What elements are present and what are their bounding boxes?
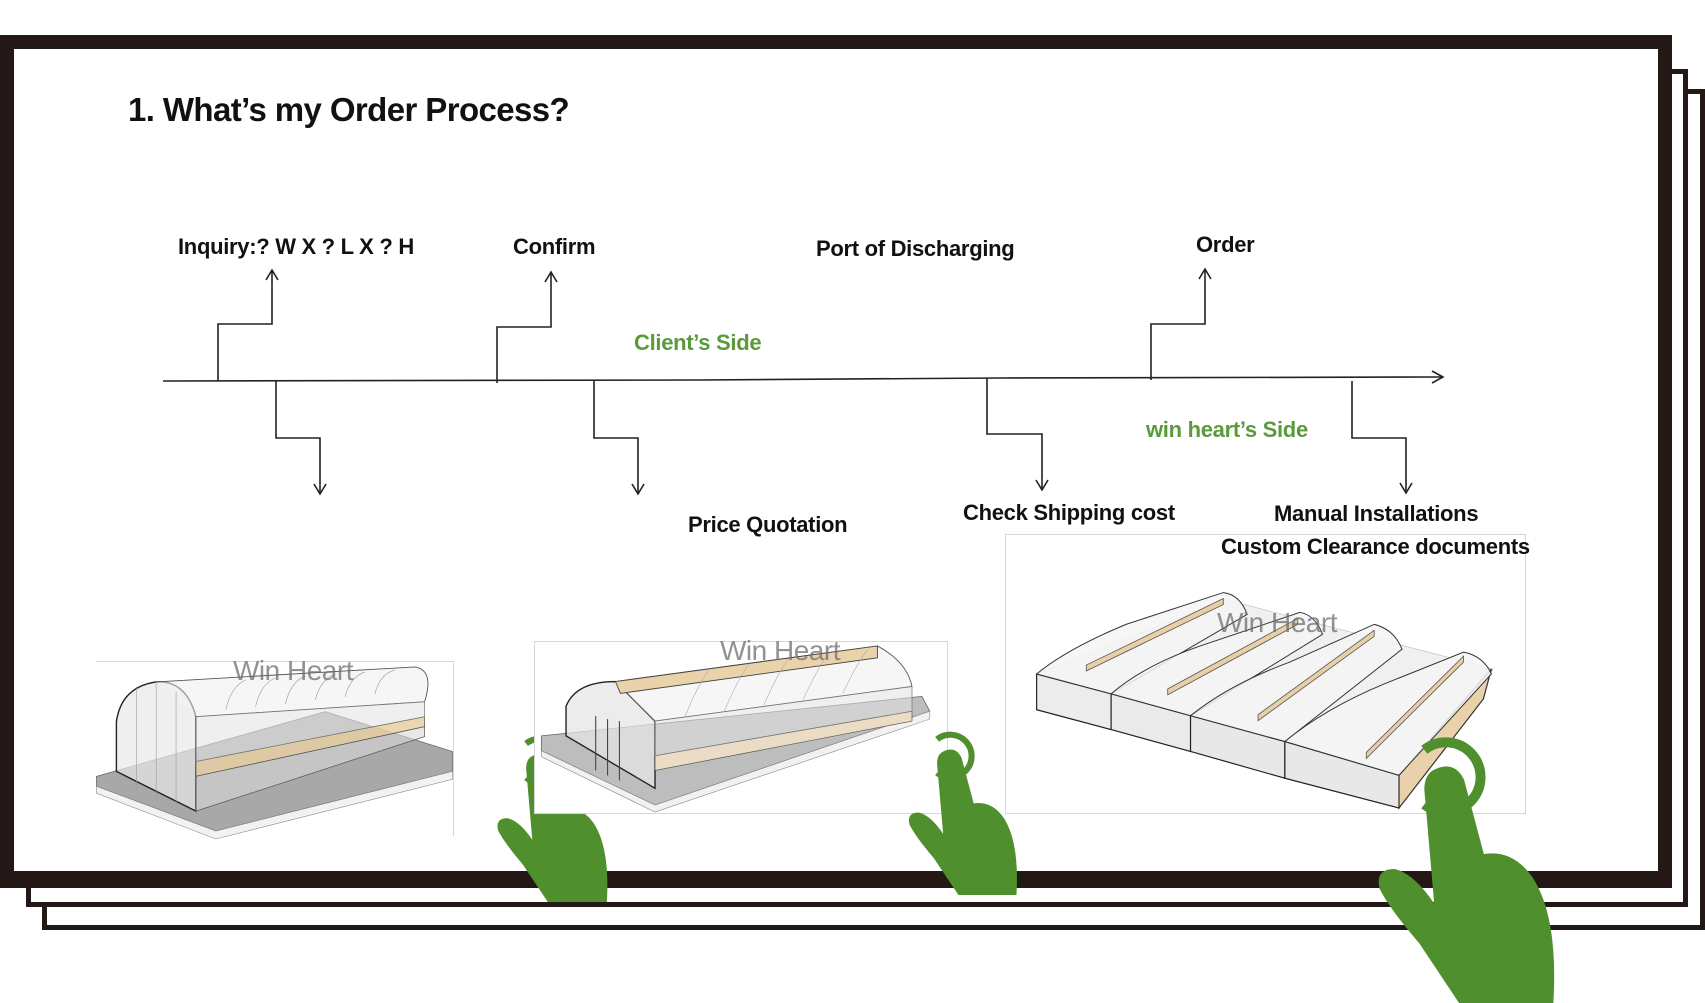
timeline-diagram [162, 267, 1445, 496]
step-port-label: Port of Discharging [816, 236, 1015, 261]
step-order-label: Order [1196, 232, 1255, 257]
arrowhead-down-unlabeled [313, 483, 327, 496]
greenhouse-image-1: Win Heart [96, 655, 608, 902]
greenhouse-image-3: Win Heart [1005, 534, 1555, 1003]
watermark: Win Heart [233, 655, 353, 686]
timeline-axis [162, 376, 1443, 382]
greenhouse-image-2: Win Heart [534, 635, 1017, 895]
page-title: 1. What’s my Order Process? [128, 91, 570, 128]
step-inquiry-label: Inquiry:? W X ? L X ? H [178, 234, 414, 259]
connector-down-price [593, 380, 639, 493]
connector-up-confirm [496, 273, 552, 383]
arrowhead-up-confirm [544, 270, 558, 283]
watermark: Win Heart [720, 635, 840, 666]
arrowhead-up-inquiry [265, 268, 279, 281]
watermark: Win Heart [1217, 607, 1337, 638]
arched-greenhouse-illustration [540, 645, 931, 813]
tap-hand-icon [1378, 737, 1555, 1003]
step-confirm-label: Confirm [513, 234, 596, 259]
connector-down-shipping [986, 378, 1043, 489]
connector-down-installation [1351, 381, 1407, 492]
connector-up-inquiry [217, 271, 273, 381]
step-shipping-cost-label: Check Shipping cost [963, 500, 1175, 525]
step-custom-clearance-label: Custom Clearance documents [1221, 534, 1530, 559]
multispan-greenhouse-illustration [1035, 592, 1494, 810]
tap-hand-icon [908, 731, 1017, 895]
step-manual-installations-label: Manual Installations [1274, 501, 1479, 526]
client-side-label: Client’s Side [634, 330, 762, 355]
slide: 1. What’s my Order Process? Inquir [96, 91, 1555, 1003]
tunnel-greenhouse-illustration [96, 666, 453, 840]
connector-up-order [1150, 270, 1206, 380]
step-price-quotation-label: Price Quotation [688, 512, 848, 537]
timeline-axis-arrowhead [1431, 370, 1445, 384]
arrowhead-down-price [631, 483, 645, 496]
supplier-side-label: win heart’s Side [1146, 417, 1308, 442]
arrowhead-down-shipping [1035, 479, 1049, 492]
arrowhead-up-order [1198, 267, 1212, 280]
connector-down-unlabeled [275, 381, 321, 493]
arrowhead-down-installation [1399, 482, 1413, 495]
